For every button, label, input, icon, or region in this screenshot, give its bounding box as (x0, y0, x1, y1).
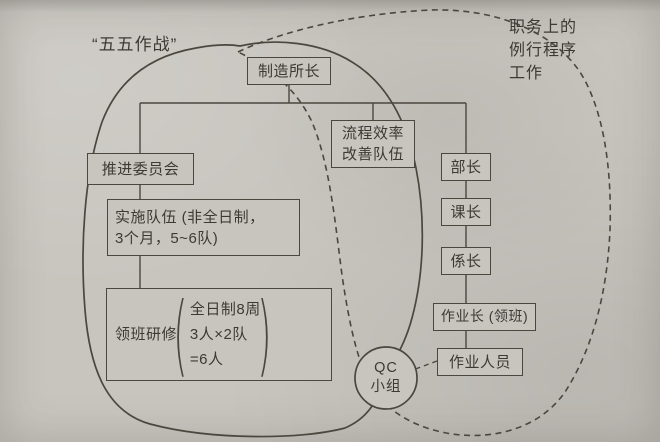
foreman-training-label: 领班研修 (115, 326, 178, 343)
section-head-label: 课长 (450, 203, 482, 221)
box-process-efficiency-team: 流程效率 改善队伍 (331, 120, 415, 168)
process-team-line: 改善队伍 (341, 146, 404, 163)
box-department-head: 部长 (441, 153, 491, 181)
implementation-team-line: 实施队伍 (非全日制， (115, 208, 265, 226)
open-paren-glyph: ( (173, 282, 188, 386)
box-operation-chief: 作业长 (领班) (433, 303, 536, 331)
box-foreman-training: 领班研修 ( 全日制8周 3人×2队 =6人 ) (106, 288, 332, 381)
box-subsection-head: 係长 (441, 247, 491, 275)
routine-work-lines: 职务上的 例行程序 工作 (509, 16, 577, 85)
routine-work-line: 工作 (509, 65, 544, 82)
label-five-five-campaign: “五五作战” (92, 30, 177, 55)
qc-circle-label: QC 小组 (356, 357, 416, 399)
training-detail-line: 全日制8周 (189, 301, 261, 318)
manufacturing-director-label: 制造所长 (257, 62, 320, 80)
operators-label: 作业人员 (448, 353, 511, 371)
box-promotion-committee: 推进委员会 (87, 153, 194, 185)
process-team-lines: 流程效率 改善队伍 (342, 123, 404, 165)
training-detail-line: 3人×2队 (189, 326, 248, 343)
training-detail-line: =6人 (189, 351, 224, 368)
connector-lines (139, 85, 467, 348)
foreman-training-details: 全日制8周 3人×2队 =6人 (190, 297, 261, 372)
process-team-line: 流程效率 (341, 125, 404, 142)
implementation-team-line: 3个月，5~6队) (115, 229, 219, 247)
five-five-campaign-text: “五五作战” (92, 35, 178, 54)
qc-circle-line: QC (374, 360, 398, 376)
implementation-team-lines: 实施队伍 (非全日制， 3个月，5~6队) (115, 207, 265, 249)
routine-work-line: 例行程序 (509, 42, 578, 59)
label-routine-work: 职务上的 例行程序 工作 (509, 16, 577, 85)
box-operators: 作业人员 (437, 348, 523, 376)
department-head-label: 部长 (450, 158, 482, 176)
close-paren-glyph: ) (256, 282, 272, 386)
operation-chief-label: 作业长 (领班) (440, 308, 529, 325)
promotion-committee-label: 推进委员会 (101, 160, 180, 178)
qc-circle-line: 小组 (370, 379, 402, 395)
routine-work-line: 职务上的 (509, 19, 578, 36)
qc-circle-outline (354, 346, 418, 410)
subsection-head-label: 係长 (450, 252, 482, 270)
operators-to-qc-dashed-link (409, 360, 438, 372)
box-section-head: 课长 (441, 198, 491, 226)
box-manufacturing-director: 制造所长 (247, 57, 331, 85)
box-implementation-team: 实施队伍 (非全日制， 3个月，5~6队) (107, 199, 300, 256)
